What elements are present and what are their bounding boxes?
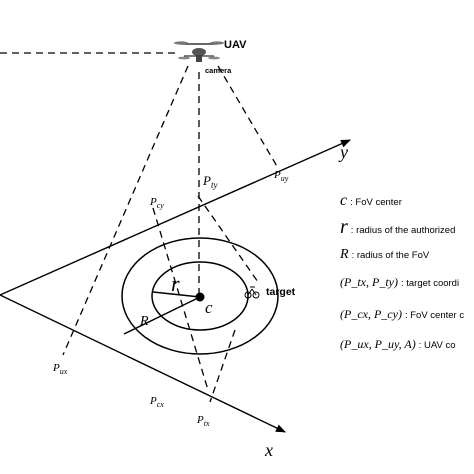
projection-line-right [217,65,279,169]
radius-r-line [152,291,201,298]
fov-center-dot [195,292,205,302]
legend-row-R: R: radius of the FoV [340,247,429,263]
legend-symbol: (P_ux, P_uy, A) [340,337,416,351]
legend-symbol: r [340,216,348,238]
x-axis-label: x [264,440,273,460]
legend-symbol: (P_cx, P_cy) [340,307,402,321]
legend-text: : target coordi [400,278,460,289]
p-cy-label: Pcy [149,196,164,210]
uav-drone-icon [174,41,224,62]
legend-text: : UAV co [418,340,456,351]
ptx-dashed-line [209,329,236,403]
p-tx-label: Ptx [196,414,210,428]
target-label: target [266,286,296,298]
legend-row-c: c: FoV center [340,192,402,210]
legend-row-fov: (P_cx, P_cy): FoV center c [340,307,464,322]
p-ux-label: Pux [52,362,68,376]
radius-R-line [123,296,201,335]
c-center-label: c [205,298,213,317]
p-cx-label: Pcx [149,395,164,409]
legend-row-r: r: radius of the authorized [340,216,455,239]
pcy-dashed-line [152,207,209,391]
camera-label: camera [205,66,232,75]
legend-text: : FoV center c [404,310,465,321]
R-big-label: R [139,314,149,329]
fov-outer-ellipse [121,237,279,355]
y-axis-label: y [338,142,348,162]
legend-row-target: (P_tx, P_ty): target coordi [340,275,459,290]
legend-text: : FoV center [350,197,402,208]
legend-symbol: (P_tx, P_ty) [340,275,398,289]
target-icon [244,286,260,299]
p-uy-label: Puy [273,169,289,183]
legend-row-uav: (P_ux, P_uy, A): UAV co [340,337,456,352]
legend-text: : radius of the authorized [350,225,456,236]
authorized-inner-ellipse [151,261,249,331]
legend-text: : radius of the FoV [351,250,430,261]
x-axis [0,294,286,433]
projection-line-left [62,65,189,356]
pty-dashed-line [197,195,259,283]
legend-symbol: c [340,192,348,209]
r-small-label: r [171,271,180,296]
legend-symbol: R [340,247,349,262]
y-axis [0,139,351,296]
p-ty-label: Pty [202,173,217,190]
uav-label: UAV [224,39,247,51]
